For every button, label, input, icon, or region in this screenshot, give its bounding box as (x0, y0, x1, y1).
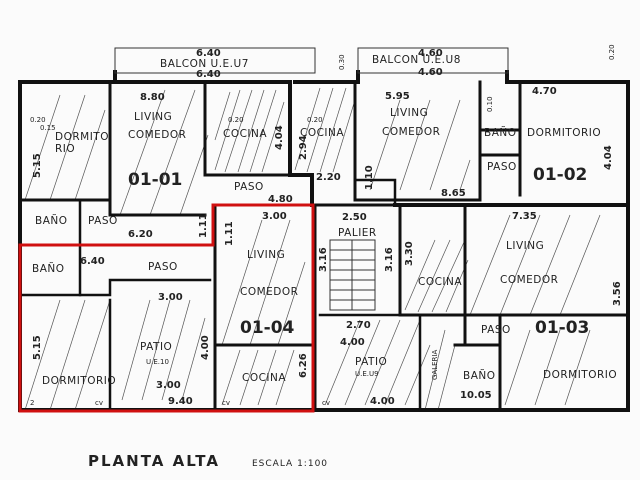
dim-cv-c: cv (322, 399, 330, 407)
room-bano-0104: BAÑO (32, 262, 65, 275)
room-paso-0104: PASO (148, 261, 178, 273)
dim-470: 4.70 (532, 86, 557, 97)
plan-scale: ESCALA 1:100 (252, 459, 328, 469)
room-comedor-0102: COMEDOR (382, 126, 440, 138)
dim-316b: 3.16 (384, 247, 395, 272)
dim-404a: 4.04 (274, 125, 285, 150)
dim-640a: 6.40 (196, 48, 221, 59)
room-galeria: GALERIA (431, 350, 439, 380)
dim-480: 4.80 (268, 194, 293, 205)
room-patio-ue10: PATIO (140, 341, 172, 353)
dim-404b: 4.04 (603, 145, 614, 170)
room-living-0103: LIVING (506, 240, 544, 252)
stair (329, 239, 376, 311)
room-cocina-0102: COCINA (300, 127, 344, 139)
dim-030: 0.30 (338, 54, 346, 70)
room-dormitorio-0103: DORMITORIO (543, 369, 617, 381)
unit-label-01-02: 01-02 (533, 165, 587, 185)
dim-015-a: 0.15 (40, 124, 56, 132)
dim-460b: 4.60 (418, 67, 443, 78)
dim-110: 1.10 (364, 165, 375, 190)
room-dormitorio-0102: DORMITORIO (527, 127, 601, 139)
room-paso-0103: PASO (481, 324, 511, 336)
unit-01-04-highlight (18, 203, 315, 413)
walls (18, 47, 630, 412)
dim-010: 0.10 (486, 96, 494, 112)
dim-300b: 3.00 (158, 292, 183, 303)
room-balcon-ue7: BALCON U.E.U7 (160, 58, 249, 70)
room-bano-0103: BAÑO (463, 369, 496, 382)
dim-940: 9.40 (168, 396, 193, 407)
room-comedor-0104: COMEDOR (240, 286, 298, 298)
room-bano-0102: BAÑO (484, 126, 517, 139)
dim-cv-b: cv (222, 399, 230, 407)
room-paso-0102: PASO (487, 161, 517, 173)
room-cocina-0101: COCINA (223, 128, 267, 140)
dim-515a: 5.15 (32, 153, 43, 178)
room-living-0101: LIVING (134, 111, 172, 123)
dim-270: 2.70 (346, 320, 371, 331)
dim-cv-a: cv (95, 399, 103, 407)
dim-020-b: 0.20 (228, 116, 244, 124)
dim-294: 2.94 (298, 135, 309, 160)
room-living-0102: LIVING (390, 107, 428, 119)
dim-595: 5.95 (385, 91, 410, 102)
room-comedor-0103: COMEDOR (500, 274, 558, 286)
unit-label-01-01: 01-01 (128, 170, 182, 190)
dim-880: 8.80 (140, 92, 165, 103)
dim-300a: 3.00 (262, 211, 287, 222)
dim-250: 2.50 (342, 212, 367, 223)
dim-220: 2.20 (316, 172, 341, 183)
dim-460a: 4.60 (418, 48, 443, 59)
dim-735: 7.35 (512, 211, 537, 222)
dim-626: 6.26 (298, 353, 309, 378)
unit-label-01-03: 01-03 (535, 318, 589, 338)
dim-356: 3.56 (612, 281, 623, 306)
room-cocina-0104: COCINA (242, 372, 286, 384)
room-patio-ue9-sub: U.E.U9 (355, 370, 379, 378)
dim-2: 2 (30, 399, 34, 407)
dim-020-c: 0.20 (307, 116, 323, 124)
dim-640c: 6.40 (80, 256, 105, 267)
unit-label-01-04: 01-04 (240, 318, 295, 338)
dim-620: 6.20 (128, 229, 153, 240)
room-bano-0101: BAÑO (35, 214, 68, 227)
room-patio-ue9: PATIO (355, 356, 387, 368)
dim-640b: 6.40 (196, 69, 221, 80)
plan-title: PLANTA ALTA (88, 452, 220, 470)
hatch-patterns (24, 87, 601, 411)
room-dormitorio-0101: DORMITO (55, 131, 109, 143)
room-cocina-0103: COCINA (418, 276, 462, 288)
dim-865: 8.65 (441, 188, 466, 199)
dim-400b: 4.00 (340, 337, 365, 348)
dimensions: 6.40 6.40 4.60 4.60 8.80 5.95 4.70 5.15 … (30, 44, 623, 407)
dim-400c: 4.00 (370, 396, 395, 407)
dim-330: 3.30 (404, 241, 415, 266)
dim-111a: 1.11 (198, 213, 209, 238)
dim-316a: 3.16 (318, 247, 329, 272)
room-living-0104: LIVING (247, 249, 285, 261)
dim-111b: 1.11 (224, 221, 235, 246)
dim-020-a: 0.20 (30, 116, 46, 124)
room-paso-0101-top: PASO (234, 181, 264, 193)
dim-300c: 3.00 (156, 380, 181, 391)
dim-020-d: 0.20 (608, 44, 616, 60)
room-paso-0101: PASO (88, 215, 118, 227)
room-balcon-ue8: BALCON U.E.U8 (372, 54, 461, 66)
dim-515b: 5.15 (32, 335, 43, 360)
room-dormitorio-0104: DORMITORIO (42, 375, 116, 387)
room-dormitorio-0101-b: RIO (55, 143, 75, 155)
room-patio-ue10-sub: U.E.10 (146, 358, 169, 366)
dim-400: 4.00 (200, 335, 211, 360)
room-comedor-0101: COMEDOR (128, 129, 186, 141)
room-palier: PALIER (338, 227, 377, 239)
dim-1005: 10.05 (460, 390, 492, 401)
